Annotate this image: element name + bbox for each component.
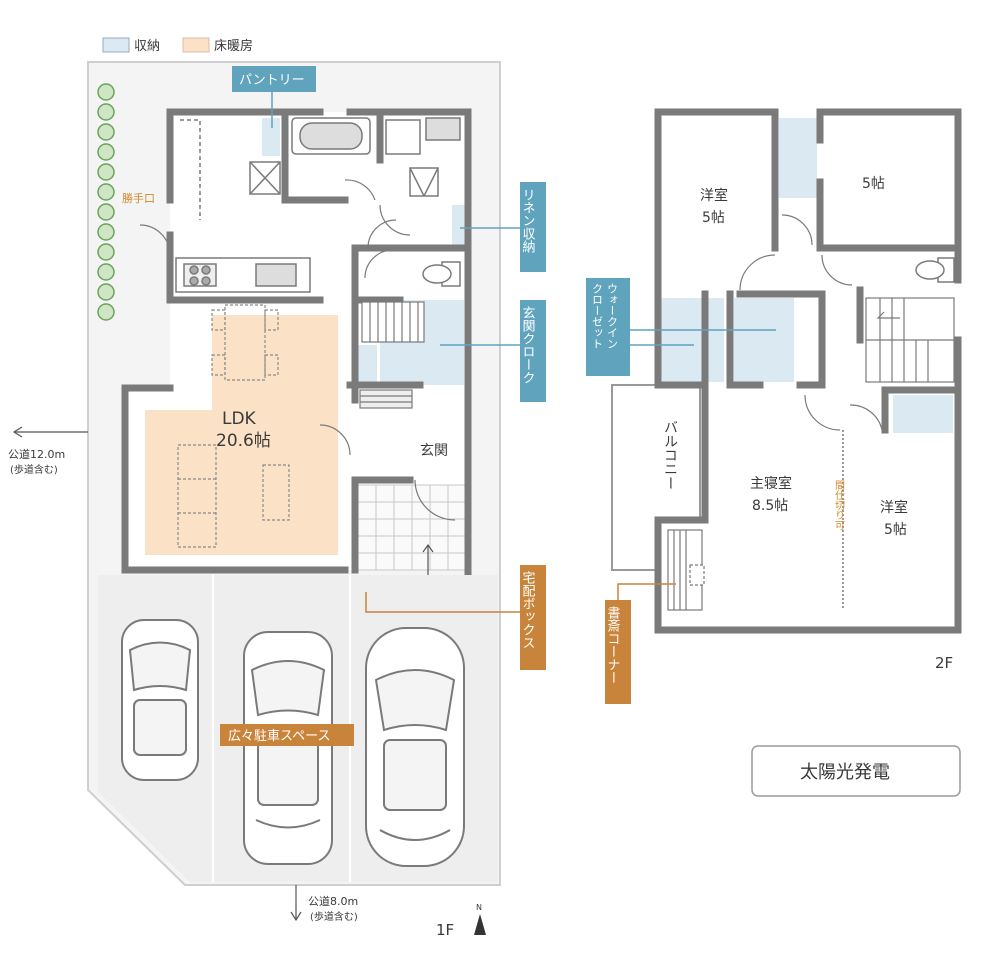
road-south-arrow [290, 885, 302, 922]
entrance-label: 玄関 [420, 442, 448, 459]
floor2-walls [654, 108, 962, 634]
ldk-floor-heating [145, 315, 338, 555]
floor2-plan: 洋室 5帖 5帖 主寝室 8.5帖 洋室 5帖 バルコニー 間仕切り可 ウォーク… [586, 108, 962, 797]
master-bedroom-label: 主寝室 [750, 475, 792, 492]
delivery-box-label-box [520, 565, 546, 670]
floor2-doors [739, 214, 883, 431]
study-corner-label-box [605, 600, 631, 704]
ldk-label: LDK [222, 409, 257, 429]
floor1-name: 1F [436, 921, 454, 939]
legend-floor-heating-label: 床暖房 [214, 38, 253, 54]
sofa [177, 444, 290, 548]
ldk-size: 20.6帖 [216, 431, 271, 451]
north-arrow-icon: N [474, 903, 486, 935]
legend-storage-swatch [102, 37, 130, 53]
linen-storage-label-box [520, 182, 546, 272]
room-b-size: 5帖 [862, 176, 885, 192]
walkin-closet-label-box [586, 278, 630, 376]
toilet-2f [915, 257, 955, 283]
car-right [365, 627, 465, 867]
walkin-closet-area-right [734, 298, 794, 382]
road-south-label-2: (歩道含む) [310, 910, 358, 923]
toilet-1f [422, 261, 461, 287]
floor1-doors [139, 179, 456, 521]
solar-panel-box [751, 745, 961, 797]
pantry-label-box [232, 66, 316, 92]
entrance-cloak-label-box [520, 300, 546, 402]
floor1-leader-lines [271, 92, 520, 613]
legend: 収納 床暖房 [102, 37, 253, 54]
floor2-name: 2F [935, 654, 953, 672]
solar-panel-label: 太陽光発電 [800, 762, 890, 783]
study-desk [667, 529, 705, 611]
linen-storage-label: リネン収納 [520, 188, 536, 254]
walkin-closet-label-2: クローゼット [591, 283, 604, 349]
svg-text:N: N [476, 903, 482, 912]
car-middle [243, 631, 333, 865]
stairs-2f [865, 297, 955, 383]
parking-label-box [220, 724, 354, 746]
linen-storage-area [452, 205, 466, 245]
floor1-walls [121, 108, 472, 594]
legend-storage-label: 収納 [134, 39, 160, 54]
walkin-closet-label: ウォークイン [606, 283, 619, 349]
road-west-arrow [12, 426, 88, 438]
closet-2f-top [779, 118, 817, 198]
bathtub [291, 117, 371, 155]
balcony-label: バルコニー [662, 420, 678, 490]
road-south-label-1: 公道8.0m [308, 894, 358, 908]
stairs-1f [359, 301, 425, 409]
walkin-closet-area-left [660, 298, 724, 382]
legend-floor-heating-swatch [182, 37, 210, 53]
room-a-label: 洋室 [700, 187, 728, 204]
room-c-size: 5帖 [884, 522, 907, 538]
room-a-size: 5帖 [702, 210, 725, 226]
floor2-floor [658, 112, 958, 630]
road-west-label-2: (歩道含む) [10, 463, 58, 476]
hedge-trees [97, 83, 115, 321]
partition-label: 間仕切り可 [833, 480, 845, 530]
back-door-label: 勝手口 [122, 191, 155, 205]
room-c-label: 洋室 [880, 499, 908, 516]
shoe-storage [355, 345, 377, 383]
entrance-cloak-label: 玄関クローク [520, 306, 536, 384]
pantry-label: パントリー [239, 73, 305, 88]
road-west-label-1: 公道12.0m [8, 447, 65, 461]
parking-label: 広々駐車スペース [228, 729, 330, 744]
floor2-leader-lines [617, 329, 776, 600]
delivery-box-label: 宅配ボックス [520, 571, 536, 649]
closet-2f-right [893, 395, 953, 433]
kitchen-counter [175, 257, 311, 293]
fridge-and-pantry-fixtures [180, 119, 281, 220]
master-bedroom-size: 8.5帖 [752, 498, 788, 514]
entrance-tile-floor [357, 484, 467, 571]
pantry-storage [262, 118, 280, 156]
washroom-fixtures [385, 117, 461, 197]
study-corner-label: 書斎コーナー [605, 606, 621, 684]
car-left [121, 619, 199, 781]
floor1-plan: UP LDK 20.6帖 玄関 勝手口 [8, 61, 546, 939]
dining-set [211, 304, 279, 381]
